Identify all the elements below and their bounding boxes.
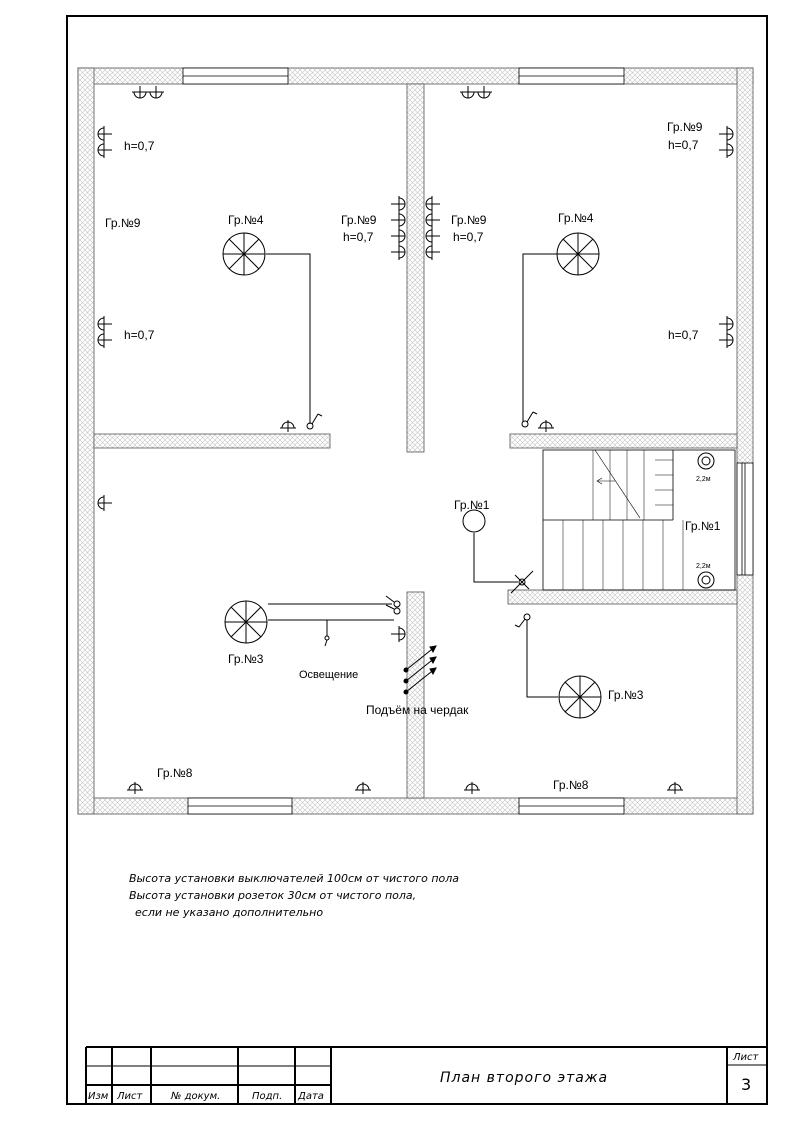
socket-icon [719,332,734,348]
wall-lamp-top-icon [697,452,715,470]
hall-lamp-icon [462,509,486,533]
socket-icon [425,228,440,244]
tb-col-date: Дата [297,1091,324,1102]
luminaire-room1-icon [222,232,266,276]
socket-icon [280,420,296,432]
socket-icon [391,244,406,260]
wall-lamp-bottom-icon [697,571,715,589]
switch-hall-icon [510,570,534,594]
attic-arrows-icon [403,645,437,695]
title-block [85,1046,767,1104]
switch-room2-icon [521,411,538,428]
switch-room1-icon [306,413,323,430]
label-gr9-room1: Гр.№9 [105,216,141,230]
socket-icon [97,142,112,158]
tb-col-sign: Подп. [252,1091,282,1102]
label-gr4-room1: Гр.№4 [228,213,264,227]
sockets [97,86,734,794]
socket-icon [391,626,406,642]
luminaire-room3-icon [224,600,268,644]
note-unless-specified: если не указано дополнительно [135,906,323,919]
socket-icon [97,495,112,511]
tb-col-izm: Изм [88,1091,109,1102]
label-h07-partition-right: h=0,7 [453,230,484,244]
note-switch-height: Высота установки выключателей 100см от ч… [129,872,459,885]
socket-icon [719,126,734,142]
installation-notes: Высота установки выключателей 100см от ч… [129,872,459,919]
socket-icon [464,782,480,794]
label-gr1-hall: Гр.№1 [454,498,490,512]
socket-icon [425,212,440,228]
socket-icon [355,782,371,794]
label-gr8-room4: Гр.№8 [553,778,589,792]
label-lighting: Освещение [299,669,358,681]
socket-icon [127,782,143,794]
plan-labels: Гр.№9 h=0,7 h=0,7 Гр.№4 Гр.№9 h=0,7 Гр.№… [105,120,721,792]
luminaire-room4-icon [558,675,602,719]
socket-icon [391,228,406,244]
sheet-frame [66,15,768,1105]
socket-icon [132,86,148,99]
label-gr9-partition-right: Гр.№9 [451,213,487,227]
socket-icon [425,244,440,260]
socket-icon [719,316,734,332]
label-h07-room1-top: h=0,7 [124,139,155,153]
note-socket-height: Высота установки розеток 30см от чистого… [129,889,416,902]
label-h07-partition-left: h=0,7 [343,230,374,244]
label-h22-bottom: 2,2м [696,563,711,570]
tb-title: План второго этажа [440,1070,608,1086]
label-h07-room2-bottom: h=0,7 [668,328,699,342]
tb-sheet-number: 3 [741,1075,751,1094]
tb-col-list: Лист [116,1091,144,1102]
socket-icon [719,142,734,158]
label-gr4-room2: Гр.№4 [558,211,594,225]
luminaire-room2-icon [556,232,600,276]
tb-col-doc: № докум. [170,1091,220,1102]
switch-pair-room3-icon [385,595,401,615]
label-h07-room2-top: h=0,7 [668,138,699,152]
staircase [542,449,736,591]
label-attic: Подъём на чердак [366,703,469,717]
socket-icon [148,86,164,99]
label-gr8-room3: Гр.№8 [157,766,193,780]
label-gr3-room4: Гр.№3 [608,688,644,702]
wiring [266,253,558,698]
socket-icon [391,212,406,228]
label-h22-top: 2,2м [696,476,711,483]
socket-icon [97,316,112,332]
socket-icon [97,126,112,142]
socket-icon [460,86,476,99]
label-h07-room1-bottom: h=0,7 [124,328,155,342]
socket-icon [425,196,440,212]
label-gr9-partition-left: Гр.№9 [341,213,377,227]
socket-icon [97,332,112,348]
label-gr1-stair: Гр.№1 [685,519,721,533]
socket-icon [538,420,554,432]
socket-icon [667,782,683,794]
label-gr3-room3: Гр.№3 [228,652,264,666]
lighting-switch-icon [324,635,330,647]
windows [182,67,754,815]
label-gr9-room2: Гр.№9 [667,120,703,134]
socket-icon [476,86,492,99]
socket-icon [391,196,406,212]
switch-room4-icon [514,613,531,628]
tb-sheet-label: Лист [732,1052,760,1063]
